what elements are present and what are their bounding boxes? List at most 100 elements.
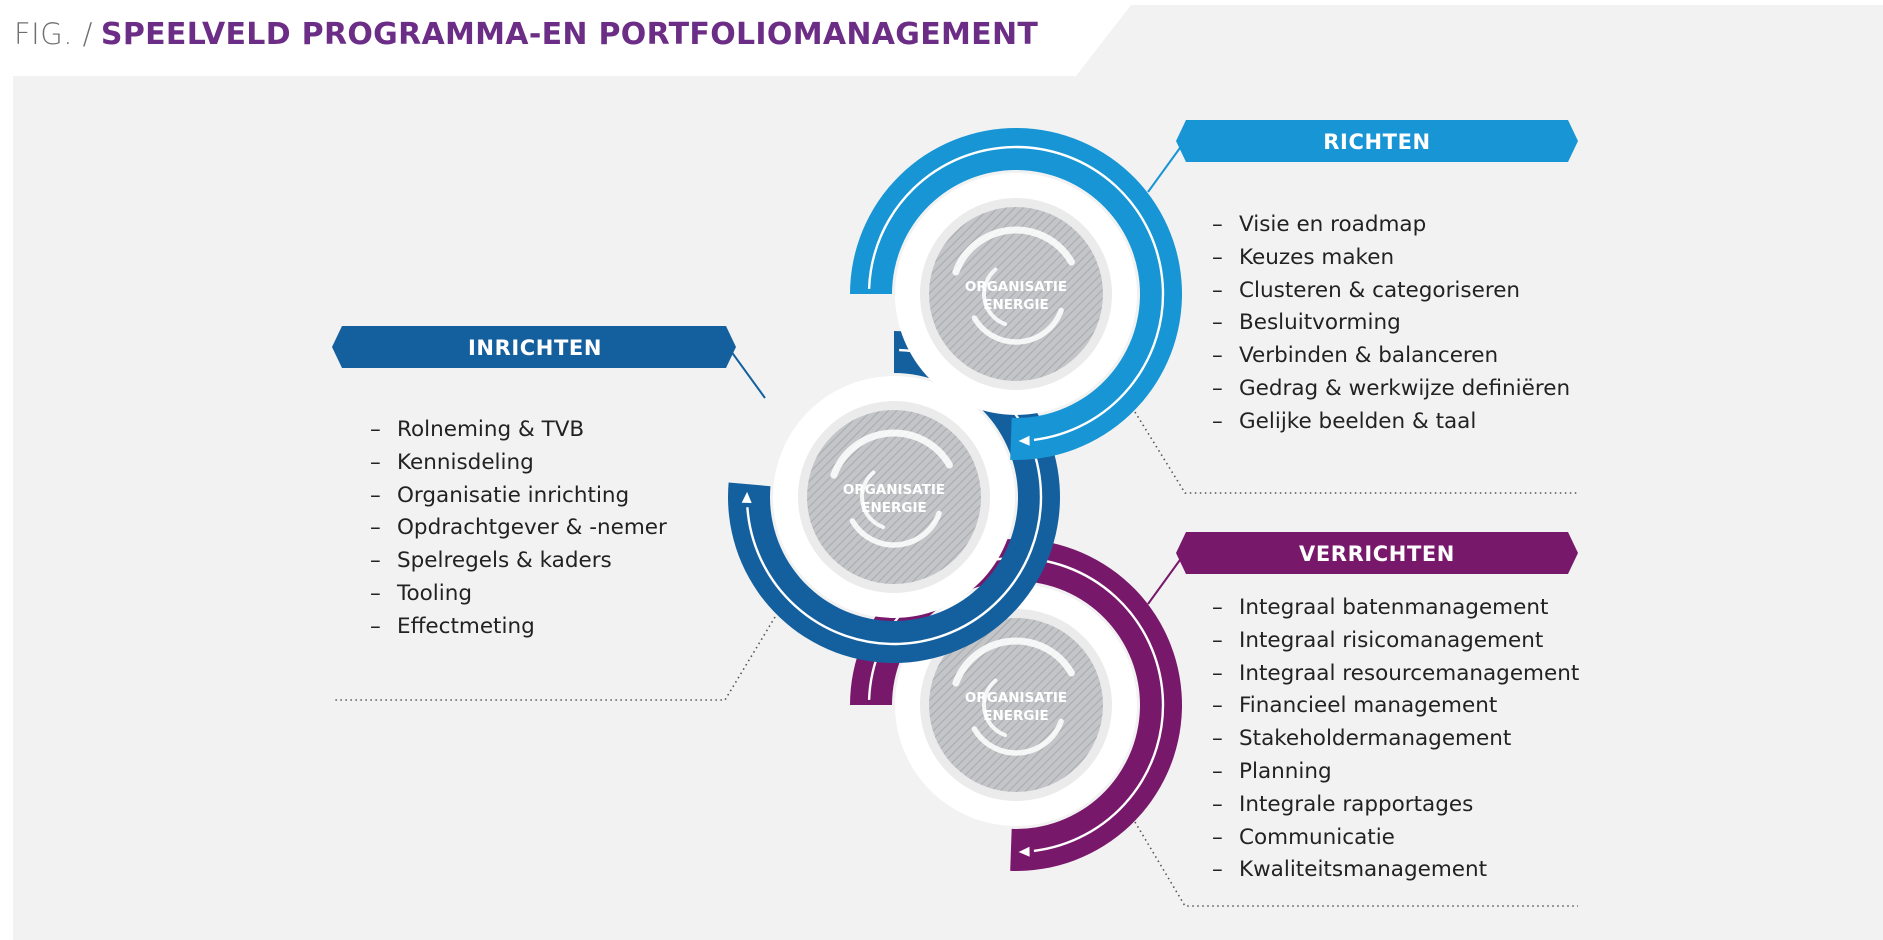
richten-list-item: –Gedrag & werkwijze definiëren [1212, 373, 1570, 406]
richten-callout: RICHTEN [1134, 120, 1578, 494]
list-dash: – [370, 613, 381, 639]
list-dash: – [370, 548, 381, 574]
inrichten-list-item-text: Organisatie inrichting [397, 482, 630, 508]
richten-guide-line [867, 145, 1165, 442]
inrichten-list-item-text: Rolneming & TVB [397, 417, 585, 442]
inrichten-connector-line [727, 346, 766, 399]
richten-list-item-text: Clusteren & categoriseren [1239, 277, 1521, 303]
inrichten-swirl-line [849, 510, 942, 548]
inrichten-list-item-text: Effectmeting [397, 613, 535, 639]
list-dash: – [1212, 693, 1223, 719]
verrichten-list-item: –Integraal risicomanagement [1212, 625, 1579, 658]
inrichten-swirl-line [860, 470, 886, 530]
richten-list-item-text: Gelijke beelden & taal [1239, 408, 1477, 434]
inrichten-list: –Rolneming & TVB–Kennisdeling–Organisati… [370, 414, 667, 644]
richten-swirl-line [982, 267, 1008, 327]
list-dash: – [1212, 791, 1223, 817]
verrichten-list-item-text: Financieel management [1239, 693, 1498, 719]
verrichten-swirl-line [982, 678, 1008, 738]
verrichten-list-item-text: Communicatie [1239, 824, 1395, 850]
richten-list-item-text: Keuzes maken [1239, 244, 1395, 270]
cycle-rings: ORGANISATIEENERGIEORGANISATIEENERGIEORGA… [727, 127, 1182, 871]
verrichten-ring-group: ORGANISATIE ENERGIE [850, 538, 1182, 871]
verrichten-list-item-text: Stakeholdermanagement [1239, 726, 1512, 752]
richten-list-item: –Besluitvorming [1212, 307, 1570, 340]
verrichten-arrow-icon [1018, 846, 1030, 857]
list-dash: – [1212, 627, 1223, 653]
verrichten-banner-label: VERRICHTEN [1299, 542, 1455, 566]
richten-list-item: –Visie en roadmap [1212, 209, 1570, 242]
inrichten-list-item-text: Opdrachtgever & -nemer [397, 515, 667, 541]
inrichten-callout: INRICHTEN [332, 326, 776, 701]
verrichten-list-item: –Financieel management [1212, 690, 1579, 723]
list-dash: – [1212, 212, 1223, 237]
verrichten-list-item: –Integrale rapportages [1212, 789, 1579, 822]
verrichten-callout: VERRICHTEN [1134, 532, 1578, 907]
inrichten-arrow-icon [741, 491, 752, 504]
list-dash: – [1212, 726, 1223, 752]
list-dash: – [1212, 375, 1223, 401]
list-dash: – [1212, 824, 1223, 850]
verrichten-list-item: –Planning [1212, 756, 1579, 789]
verrichten-list-item: –Integraal resourcemanagement [1212, 658, 1579, 691]
inrichten-list-item: –Tooling [370, 578, 667, 611]
list-dash: – [370, 580, 381, 606]
verrichten-swirl-line [952, 637, 1075, 687]
verrichten-core-label-1: ORGANISATIE [965, 690, 1067, 706]
list-dash: – [1212, 758, 1223, 784]
figure-prefix: FIG. / [14, 17, 93, 51]
inrichten-banner-label: INRICHTEN [468, 336, 602, 360]
verrichten-list-item: –Integraal batenmanagement [1212, 592, 1579, 625]
verrichten-core-label-2: ENERGIE [983, 708, 1048, 724]
list-dash: – [1212, 343, 1223, 369]
list-dash: – [1212, 277, 1223, 303]
inrichten-list-item-text: Spelregels & kaders [397, 548, 612, 574]
richten-list-item-text: Verbinden & balanceren [1239, 343, 1499, 369]
inrichten-list-item-text: Kennisdeling [397, 449, 534, 475]
verrichten-list: –Integraal batenmanagement–Integraal ris… [1212, 592, 1579, 887]
figure-title: FIG. / SPEELVELD PROGRAMMA-EN PORTFOLIOM… [14, 14, 1038, 54]
inrichten-core-label-1: ORGANISATIE [843, 482, 945, 498]
inrichten-list-item: –Kennisdeling [370, 447, 667, 480]
verrichten-banner [1176, 532, 1578, 574]
richten-list-item-text: Besluitvorming [1239, 310, 1401, 336]
inrichten-banner [332, 326, 736, 368]
verrichten-list-item-text: Integraal resourcemanagement [1239, 660, 1580, 686]
list-dash: – [1212, 595, 1223, 620]
inrichten-list-item: –Opdrachtgever & -nemer [370, 512, 667, 545]
richten-list: –Visie en roadmap–Keuzes maken–Clusteren… [1212, 209, 1570, 439]
inrichten-list-item: –Spelregels & kaders [370, 545, 667, 578]
list-dash: – [1212, 244, 1223, 270]
verrichten-list-item: –Kwaliteitsmanagement [1212, 854, 1579, 887]
richten-banner-label: RICHTEN [1323, 130, 1430, 154]
callouts: RICHTEN INRICHTEN VERRICHTEN [332, 120, 1578, 907]
verrichten-list-item-text: Planning [1239, 758, 1332, 784]
verrichten-list-item: –Stakeholdermanagement [1212, 723, 1579, 756]
verrichten-list-item-text: Kwaliteitsmanagement [1239, 857, 1488, 883]
richten-core-label-2: ENERGIE [983, 297, 1048, 313]
verrichten-list-item-text: Integraal batenmanagement [1239, 595, 1549, 620]
verrichten-swirl-line [971, 718, 1064, 756]
list-dash: – [1212, 310, 1223, 336]
inrichten-list-item: –Organisatie inrichting [370, 480, 667, 513]
inrichten-swirl-line [830, 429, 953, 479]
list-dash: – [1212, 857, 1223, 883]
list-dash: – [370, 515, 381, 541]
richten-list-item: –Clusteren & categoriseren [1212, 275, 1570, 308]
richten-list-item-text: Visie en roadmap [1239, 212, 1427, 237]
inrichten-list-item: –Rolneming & TVB [370, 414, 667, 447]
richten-swirl-line [971, 307, 1064, 345]
inrichten-list-item-text: Tooling [397, 580, 473, 606]
list-dash: – [1212, 408, 1223, 434]
richten-arrow-icon [1018, 435, 1030, 446]
richten-list-item: –Verbinden & balanceren [1212, 340, 1570, 373]
list-dash: – [370, 417, 381, 442]
richten-list-item: –Gelijke beelden & taal [1212, 406, 1570, 439]
list-dash: – [370, 482, 381, 508]
page-title: SPEELVELD PROGRAMMA-EN PORTFOLIOMANAGEME… [100, 16, 1039, 52]
richten-banner [1176, 120, 1578, 162]
verrichten-list-item-text: Integraal risicomanagement [1239, 627, 1544, 653]
